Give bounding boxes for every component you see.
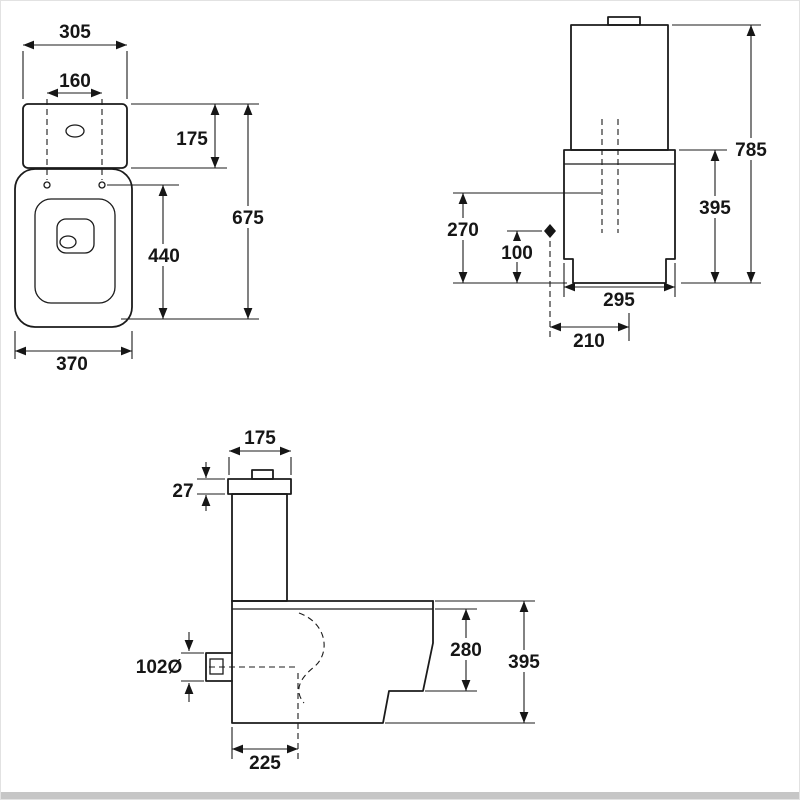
dim-side-bowl-height: 280: [425, 608, 486, 692]
dim-plan-cistern-width: 305: [22, 22, 128, 99]
label-mask: [731, 138, 771, 160]
side-cistern: [227, 469, 292, 602]
dim-label: 160: [59, 71, 91, 92]
dim-plan-hole-spacing: 160: [46, 71, 103, 180]
side-hidden-trapway: [209, 612, 325, 704]
label-mask: [446, 638, 486, 660]
dim-label: 440: [148, 246, 180, 267]
image-bottom-strip: [1, 792, 799, 799]
dim-label: 675: [232, 208, 264, 229]
front-bowl: [563, 149, 676, 284]
label-mask: [228, 206, 268, 228]
front-bowl-pedestal: [563, 149, 676, 284]
front-view: 785 395 270 100 295: [443, 16, 771, 352]
label-mask: [504, 650, 544, 672]
side-cistern-lid: [227, 478, 292, 495]
plan-bowl-rim: [14, 168, 133, 328]
front-cistern-body: [570, 24, 669, 151]
dim-plan-overall-depth: 675: [121, 104, 268, 320]
dim-side-rim-height: 395: [385, 600, 544, 724]
front-cistern: [570, 16, 669, 151]
label-mask: [498, 241, 536, 262]
label-mask: [443, 218, 483, 240]
dim-label: 27: [172, 481, 193, 502]
front-hidden-inlet: [544, 119, 619, 238]
dim-label: 100: [501, 243, 533, 264]
label-mask: [144, 244, 184, 266]
front-flush-button: [607, 16, 641, 26]
dim-side-lid-height: 27: [172, 462, 225, 511]
plan-water-surface: [56, 218, 95, 254]
dim-front-inlet-offset: 210: [549, 241, 630, 352]
dim-label: 280: [450, 640, 482, 661]
plan-seat-opening: [34, 198, 116, 304]
plan-cistern-body: [22, 103, 128, 169]
dim-label: 785: [735, 140, 767, 161]
dim-label: 175: [176, 129, 208, 150]
side-cistern-body: [231, 493, 288, 602]
dim-front-overall-height: 785: [672, 24, 771, 284]
dim-plan-overall-width: 370: [14, 331, 133, 375]
side-bowl-profile: [231, 600, 434, 724]
plan-cistern: [22, 103, 128, 169]
dim-front-inlet-height: 270: [443, 192, 601, 284]
dim-plan-bowl-depth: 440: [107, 184, 184, 319]
dim-label: 210: [573, 331, 605, 352]
dim-label: 370: [56, 354, 88, 375]
dim-front-bowl-height: 395: [679, 149, 735, 283]
plan-seat-bolt-hole-left: [43, 181, 51, 189]
dim-label: 270: [447, 220, 479, 241]
plan-flush-button-hole: [65, 124, 85, 138]
plan-seat-bolt-hole-right: [98, 181, 106, 189]
dim-plan-cistern-depth: 175: [131, 103, 259, 169]
dim-label: 395: [699, 198, 731, 219]
dim-label: 305: [59, 22, 91, 43]
dim-label: 175: [244, 428, 276, 449]
side-view: 175 27 102Ø 280 395: [136, 428, 544, 774]
hidden-trapway: [298, 612, 325, 704]
side-flush-button: [251, 469, 274, 480]
plan-bowl: [14, 168, 133, 328]
dim-label: 295: [603, 290, 635, 311]
plan-view: 305 160 175 675 440: [14, 22, 268, 375]
dim-label: 102Ø: [136, 657, 182, 678]
side-bowl: [205, 600, 434, 724]
dim-side-outlet-diameter: 102Ø: [136, 632, 204, 702]
dim-front-inlet-drop: 100: [498, 230, 542, 283]
dim-side-cistern-depth: 175: [228, 428, 292, 475]
dim-side-trap-setout: 225: [231, 673, 299, 774]
plan-sump-outline: [59, 235, 77, 249]
dim-label: 395: [508, 652, 540, 673]
dim-front-base-width: 295: [563, 263, 676, 311]
dim-label: 225: [249, 753, 281, 774]
inlet-point-marker: [544, 224, 556, 238]
side-outlet-spigot: [205, 652, 233, 682]
label-mask: [695, 196, 735, 218]
